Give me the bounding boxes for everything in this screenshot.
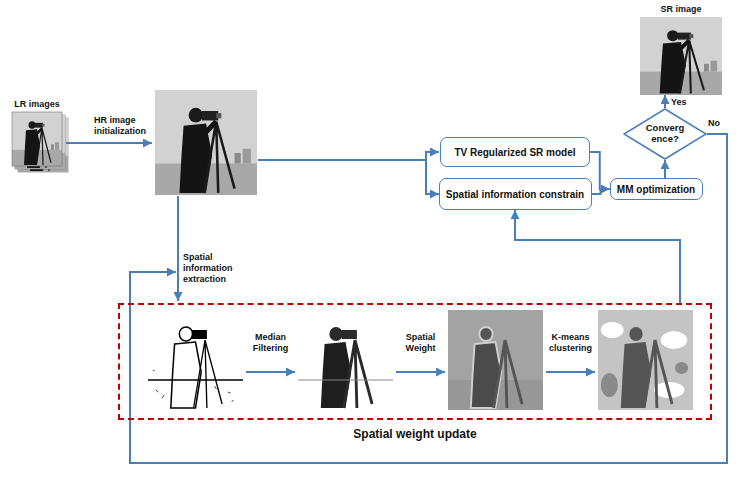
split-bracket (425, 151, 427, 195)
node-text: Spatial information constrain (446, 189, 584, 200)
init-arrow (66, 142, 152, 144)
extraction-arrow (177, 196, 179, 301)
result-image: SR image (640, 17, 722, 95)
node-heading: SR image (660, 4, 701, 14)
lr-image-frame (12, 112, 62, 166)
edge-label: Yes (670, 97, 688, 107)
flow-arrow (664, 160, 666, 178)
node-heading: LR images (14, 99, 60, 109)
cluster-image (598, 310, 693, 410)
annotation-label: Spatial Weight (393, 332, 448, 354)
annotation-label: No (708, 118, 728, 129)
step-arrow (396, 371, 445, 373)
split-arrow (425, 193, 439, 195)
split-arrow (425, 151, 439, 153)
process-box: Spatial information constrain (439, 178, 592, 210)
hr-image (155, 90, 257, 195)
sr-image (640, 17, 722, 95)
flow-arrow (515, 210, 680, 303)
node-text: TV Regularized SR model (454, 147, 575, 158)
dashed-group: Spatial weight update (118, 303, 712, 420)
annotation-label: HR image initialization (94, 115, 156, 137)
lr-image-front (12, 112, 62, 166)
image-stack: LR images (12, 112, 62, 166)
step-arrow (546, 371, 595, 373)
process-box: MM optimization (610, 178, 703, 200)
node-heading: Spatial weight update (353, 427, 476, 441)
feedback-loop (130, 134, 727, 463)
annotation-label: K-means clustering (543, 332, 598, 354)
process-box: TV Regularized SR model (440, 137, 590, 167)
flow-arrow (590, 152, 610, 189)
flow-arrow (592, 189, 610, 194)
split-line (258, 159, 426, 161)
median-image (298, 310, 393, 410)
diamond-shape (624, 109, 706, 159)
decision-diamond: Converg ence? (623, 108, 707, 160)
annotation-label: Median Filtering (243, 332, 298, 354)
flow-arrow (664, 95, 666, 108)
node-text: MM optimization (617, 184, 695, 195)
annotation-label: Spatial information extraction (183, 252, 243, 284)
edge-map-image (148, 310, 243, 410)
node-text: Converg ence? (640, 123, 690, 145)
weight-image (448, 310, 543, 410)
step-arrow (246, 371, 295, 373)
